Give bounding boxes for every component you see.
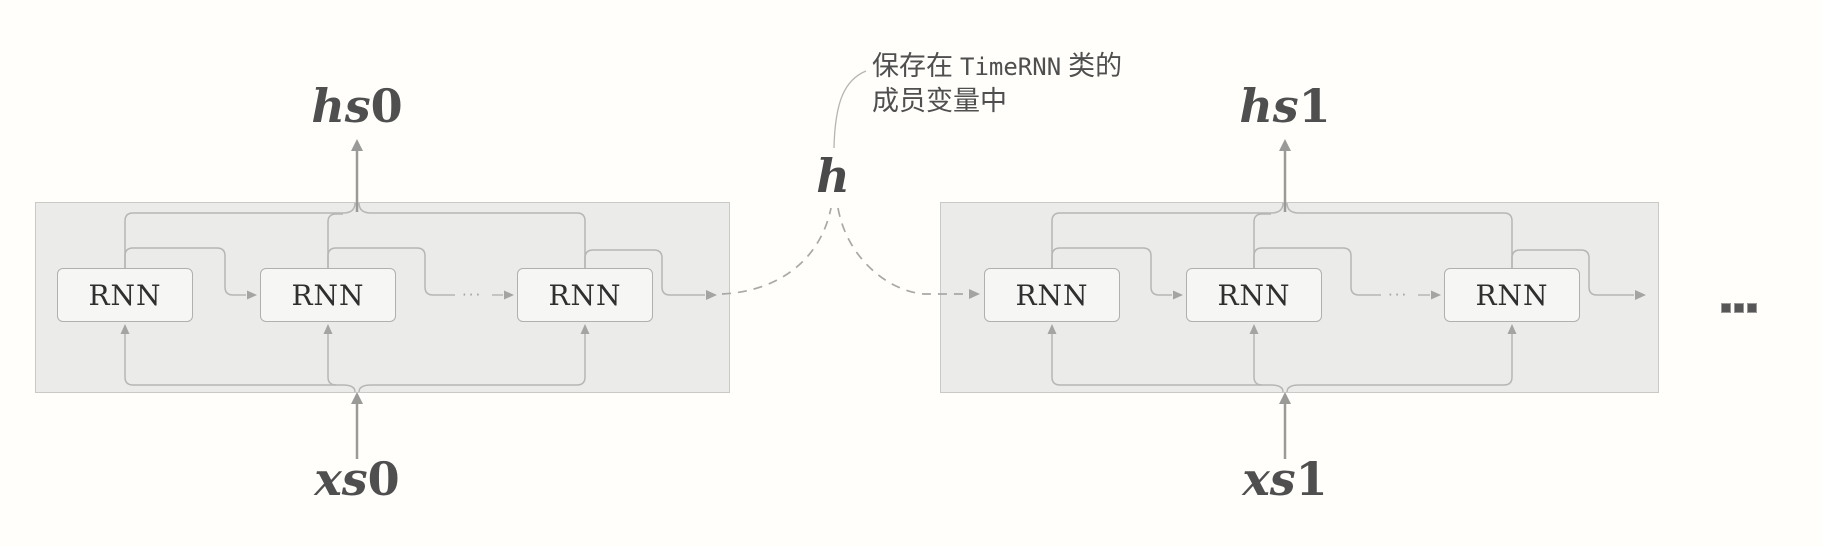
rnn-unit-label: RNN [1475, 278, 1549, 312]
rnn-unit: RNN [1444, 268, 1580, 322]
rnn-unit: RNN [1186, 268, 1322, 322]
annotation-post: 类的 [1068, 51, 1123, 81]
rnn-unit-label: RNN [1015, 278, 1089, 312]
rnn-unit: RNN [984, 268, 1120, 322]
trailing-ellipsis-icon [1721, 303, 1757, 313]
input-label-xs0: xs0 [257, 456, 457, 502]
rnn-unit: RNN [517, 268, 653, 322]
hs1-index: 1 [1298, 79, 1331, 133]
output-label-hs0: hs0 [257, 83, 457, 129]
rnn-unit-label: RNN [291, 278, 365, 312]
hidden-state-label: h [816, 149, 850, 203]
rnn-unit: RNN [57, 268, 193, 322]
annotation-code: TimeRNN [960, 53, 1062, 81]
rnn-unit-label: RNN [1217, 278, 1291, 312]
annotation-line2: 成员变量中 [872, 86, 1007, 116]
unit-gap-ellipsis: ··· [462, 286, 483, 304]
input-label-xs1: xs1 [1185, 456, 1385, 502]
hs0-prefix: hs [311, 79, 371, 133]
unit-gap-ellipsis: ··· [1388, 286, 1409, 304]
ellipsis-dot [1734, 303, 1744, 313]
rnn-unit-label: RNN [548, 278, 622, 312]
xs0-prefix: xs [314, 452, 368, 506]
xs1-prefix: xs [1242, 452, 1296, 506]
hs1-prefix: hs [1239, 79, 1299, 133]
annotation-pre: 保存在 [872, 51, 953, 81]
rnn-unit: RNN [260, 268, 396, 322]
hs0-index: 0 [370, 79, 403, 133]
ellipsis-dot [1721, 303, 1731, 313]
ellipsis-dot [1747, 303, 1757, 313]
xs0-index: 0 [367, 452, 400, 506]
xs1-index: 1 [1295, 452, 1328, 506]
output-label-hs1: hs1 [1185, 83, 1385, 129]
rnn-unit-label: RNN [88, 278, 162, 312]
